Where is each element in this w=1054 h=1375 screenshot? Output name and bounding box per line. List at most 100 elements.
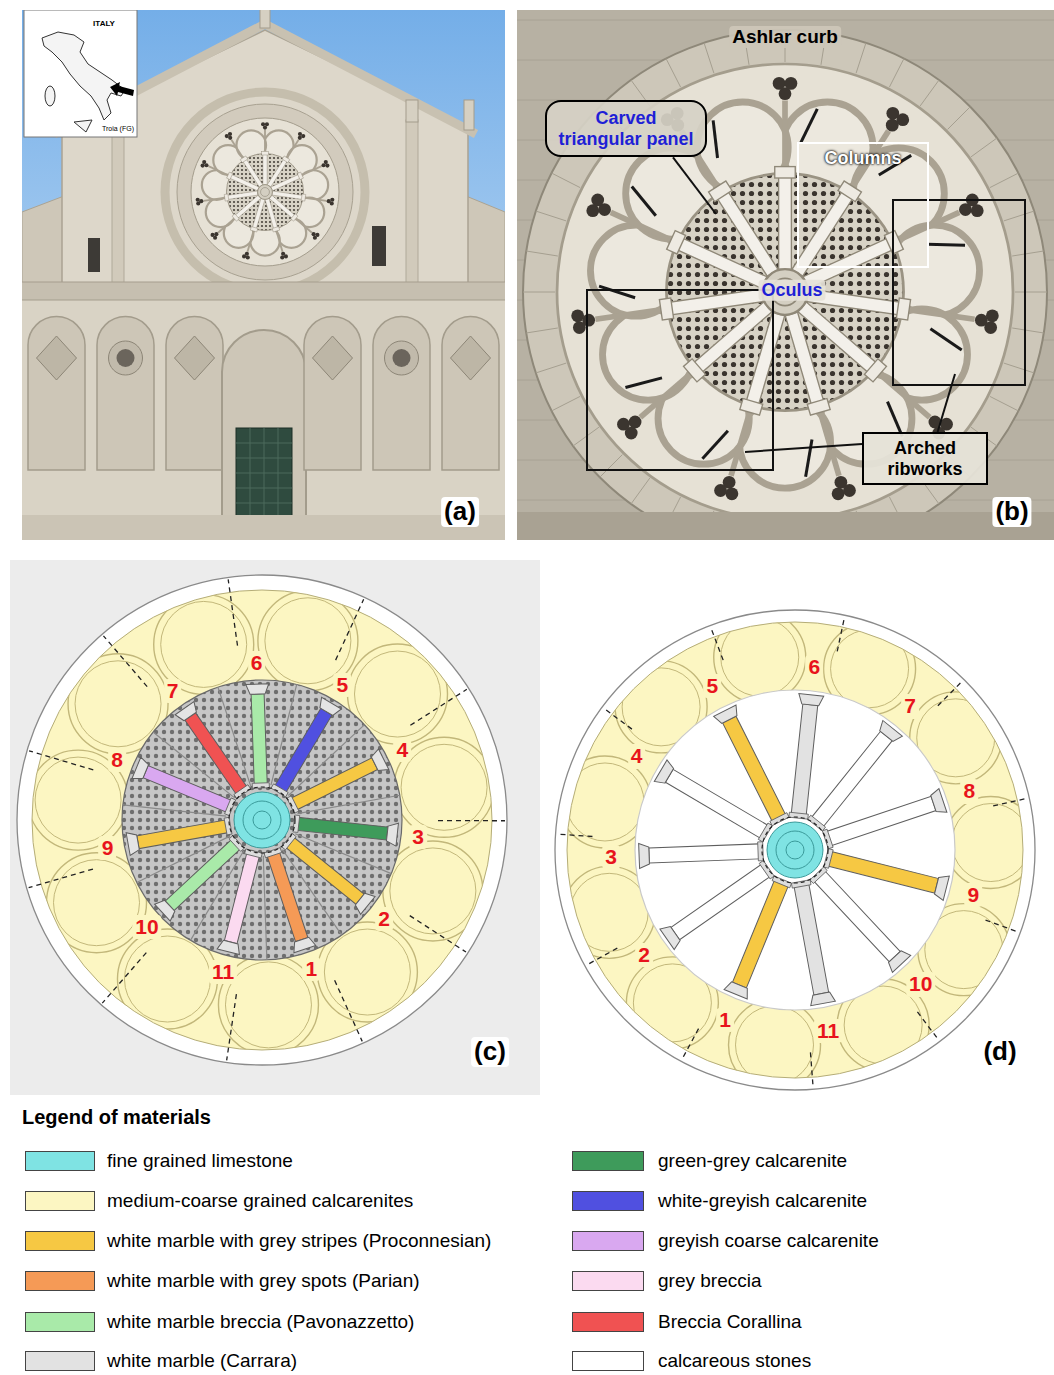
column-capital <box>232 214 239 221</box>
column-capital <box>929 789 946 816</box>
rib <box>611 212 677 242</box>
voussoir-joint <box>523 292 555 293</box>
column-shaft <box>828 852 938 893</box>
column-shaft <box>649 844 759 863</box>
boundary-dash <box>682 1029 699 1060</box>
lower-facade <box>22 285 505 540</box>
column <box>808 865 911 973</box>
column-shaft <box>291 758 377 810</box>
voussoir-joint <box>990 396 1019 411</box>
ashlar-joint <box>517 20 1054 21</box>
column-capital <box>877 720 903 743</box>
column-shaft <box>143 766 231 813</box>
panel-joint <box>263 856 267 960</box>
column-capital <box>291 214 298 221</box>
callout-box: Carved triangular panel <box>545 100 707 157</box>
rib <box>203 197 226 200</box>
plinth <box>22 515 505 540</box>
trefoil-lobe <box>228 132 232 136</box>
iron-tie <box>632 187 656 216</box>
rib <box>231 140 244 160</box>
frieze <box>517 512 1054 540</box>
rose-window-photo <box>517 10 1054 540</box>
aisle-wall <box>466 196 505 285</box>
column-capital <box>316 697 341 717</box>
voussoir-joint <box>536 363 566 373</box>
column-base <box>791 880 811 888</box>
legend-swatch <box>572 1271 644 1291</box>
rib <box>294 217 312 233</box>
callout-frame <box>893 200 1025 385</box>
legend-swatch <box>572 1312 644 1332</box>
arch-outline <box>390 848 476 934</box>
door-grid <box>278 428 279 520</box>
oculus-ring <box>253 811 271 829</box>
boundary-dash <box>336 599 364 660</box>
legend-text: greyish coarse calcarenite <box>658 1230 879 1252</box>
boundary-dash <box>228 579 237 645</box>
callout-number: 8 <box>108 748 126 772</box>
column-shaft <box>671 864 770 939</box>
pinnacle <box>406 100 418 122</box>
legend-heading: Legend of materials <box>22 1106 211 1129</box>
column-capital <box>654 760 675 787</box>
scheme-back <box>555 610 1037 1091</box>
trefoil-lobe <box>210 233 214 237</box>
trefoil-lobe <box>214 232 218 236</box>
pinnacle <box>260 10 270 28</box>
callout-number: 1 <box>303 957 321 981</box>
trefoil-lobe <box>785 77 798 90</box>
column <box>268 697 341 798</box>
boundary-dash <box>103 636 147 687</box>
trefoil-lobe <box>265 122 269 126</box>
callout-box: Arched ribworks <box>862 432 988 485</box>
panel-joint <box>123 805 226 816</box>
rib <box>300 166 322 176</box>
arch-outline <box>394 737 494 837</box>
voussoir-joint <box>1004 211 1034 221</box>
aisle-wall <box>22 196 64 285</box>
callout-number: 10 <box>132 915 161 939</box>
round-window-hole <box>117 349 135 367</box>
column-shaft <box>271 174 301 191</box>
boundary-dash <box>917 1012 938 1040</box>
callout-number: 3 <box>409 825 427 849</box>
callout-number: 9 <box>965 883 983 907</box>
column-shaft <box>137 820 228 849</box>
callout-number: 4 <box>628 744 646 768</box>
callout-number: 9 <box>99 836 117 860</box>
oculus-ring <box>776 831 814 869</box>
map-label: ITALY <box>93 19 115 28</box>
legend-text: Breccia Corallina <box>658 1311 802 1333</box>
voussoir-joint <box>1012 328 1044 333</box>
callout-number: 3 <box>602 845 620 869</box>
column-shaft <box>242 159 262 187</box>
legend-text: white marble with grey stripes (Proconne… <box>107 1230 491 1252</box>
voussoir-joint <box>856 43 866 73</box>
column-capital <box>132 757 150 782</box>
inner-disc <box>122 680 402 960</box>
column-capital <box>714 705 741 725</box>
arch-outline <box>945 797 1037 889</box>
door-grid <box>236 458 292 459</box>
voussoir-joint <box>990 173 1019 188</box>
legend-swatch <box>25 1151 95 1171</box>
column-capital <box>775 167 796 178</box>
column-shaft <box>165 840 240 911</box>
scheme-front <box>17 575 507 1065</box>
column-shaft <box>267 852 308 942</box>
italy-outline <box>42 32 125 120</box>
arch-outline <box>54 860 140 946</box>
column-shaft <box>235 195 261 218</box>
arch-outline <box>952 804 1030 882</box>
column-capital <box>807 398 830 415</box>
column-capital <box>370 749 389 774</box>
arched-ribwork <box>559 611 1037 1091</box>
legend-text: medium-coarse grained calcarenites <box>107 1190 413 1212</box>
arch-outline <box>265 598 351 684</box>
legend-text: white marble (Carrara) <box>107 1350 297 1372</box>
column <box>660 858 776 949</box>
trefoil-lobe <box>832 487 845 500</box>
column-shaft <box>794 884 829 995</box>
blind-arch <box>304 317 361 470</box>
